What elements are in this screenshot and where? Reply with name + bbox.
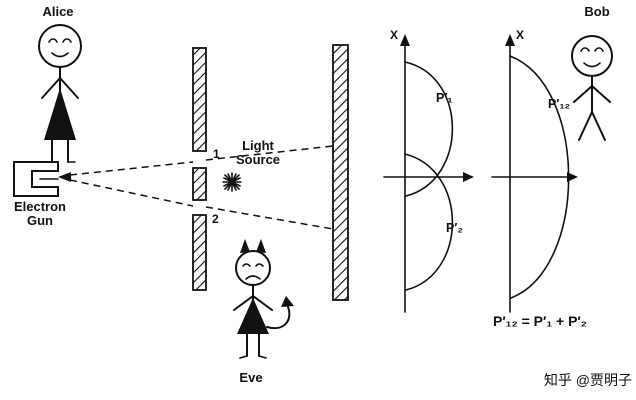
slit-barrier-top [192, 47, 207, 152]
bob-eye-right [594, 47, 604, 52]
eve-foot-right [258, 355, 267, 359]
alice-label: Alice [42, 4, 73, 19]
eve-tail-arrowhead [281, 296, 294, 307]
electron-gun-label-line1: Electron [14, 199, 66, 214]
slit-barrier-bottom [192, 214, 207, 291]
slit-2-label: 2 [212, 212, 219, 226]
bob-leg-left [578, 111, 593, 141]
watermark: 知乎 @贾明子 [544, 372, 632, 388]
eve-eye-right [255, 263, 264, 267]
eve-frown [245, 275, 261, 280]
eve-arm-right [252, 295, 273, 311]
bob-arm-left [573, 85, 593, 103]
eve-tail [266, 306, 291, 330]
beam-arrowhead-left [58, 172, 71, 182]
beam-from-slit-1 [205, 145, 334, 161]
bob-arm-right [591, 85, 611, 103]
bob-label: Bob [584, 4, 609, 19]
eve-dress [237, 298, 269, 334]
curve-p2 [404, 153, 454, 291]
alice-smile [51, 52, 69, 58]
alice-dress [44, 88, 76, 140]
eve-label: Eve [239, 370, 262, 385]
slit-barrier: 1 2 [192, 47, 220, 291]
slit-1-label: 1 [213, 147, 220, 161]
alice-head [38, 24, 82, 68]
eve-horn-right [256, 239, 266, 253]
curve-p1 [404, 61, 454, 197]
slit-barrier-middle [192, 167, 207, 201]
beam-from-slit-2 [205, 206, 334, 230]
curve-p12 [509, 55, 570, 299]
curve-p2-label: P′₂ [446, 221, 463, 235]
eve-foot-left [239, 355, 248, 359]
left-graph-horizontal-arrowhead [463, 172, 474, 182]
light-source-label-line1: Light [242, 138, 274, 153]
curve-p12-label: P′₁₂ [548, 97, 570, 111]
curve-p1-label: P′₁ [436, 91, 453, 105]
alice-eye-right [62, 38, 72, 43]
bob-head [571, 35, 613, 77]
light-source-label-line2: Source [236, 152, 280, 167]
alice-arm-right [59, 77, 79, 99]
right-graph-axis-label: X [516, 28, 524, 42]
eve-arm-left [233, 295, 254, 311]
eve-head [235, 250, 271, 286]
bob-smile [583, 62, 601, 68]
alice-figure: Alice [38, 4, 82, 163]
alice-eye-left [48, 38, 58, 43]
detection-screen [332, 44, 349, 301]
right-graph-horizontal-arrowhead [567, 172, 578, 182]
electron-gun-body [13, 161, 59, 197]
eve-figure: Eve [233, 239, 294, 385]
alice-arm-left [41, 77, 61, 99]
right-graph-axis-arrowhead [505, 34, 515, 46]
beam-to-slit-1 [69, 161, 194, 176]
beam-to-slit-2 [69, 179, 194, 207]
bob-figure: Bob [571, 4, 613, 141]
bob-eye-left [580, 47, 590, 52]
electron-trajectories [58, 145, 334, 230]
left-graph-axis-arrowhead [400, 34, 410, 46]
electron-gun-label-line2: Gun [27, 213, 53, 228]
probability-equation: P′₁₂ = P′₁ + P′₂ [493, 313, 587, 329]
electron-gun: Electron Gun [13, 161, 66, 228]
left-graph-axis-label: X [390, 28, 398, 42]
light-source-starburst-icon [222, 172, 242, 192]
eve-horn-left [240, 239, 250, 253]
eve-eye-left [242, 263, 251, 267]
light-source: Light Source [222, 138, 280, 192]
bob-leg-right [591, 111, 606, 141]
graph-combined-distribution: X P′₁₂ [491, 28, 578, 313]
graph-separate-distributions: X P′₁ P′₂ [383, 28, 474, 313]
